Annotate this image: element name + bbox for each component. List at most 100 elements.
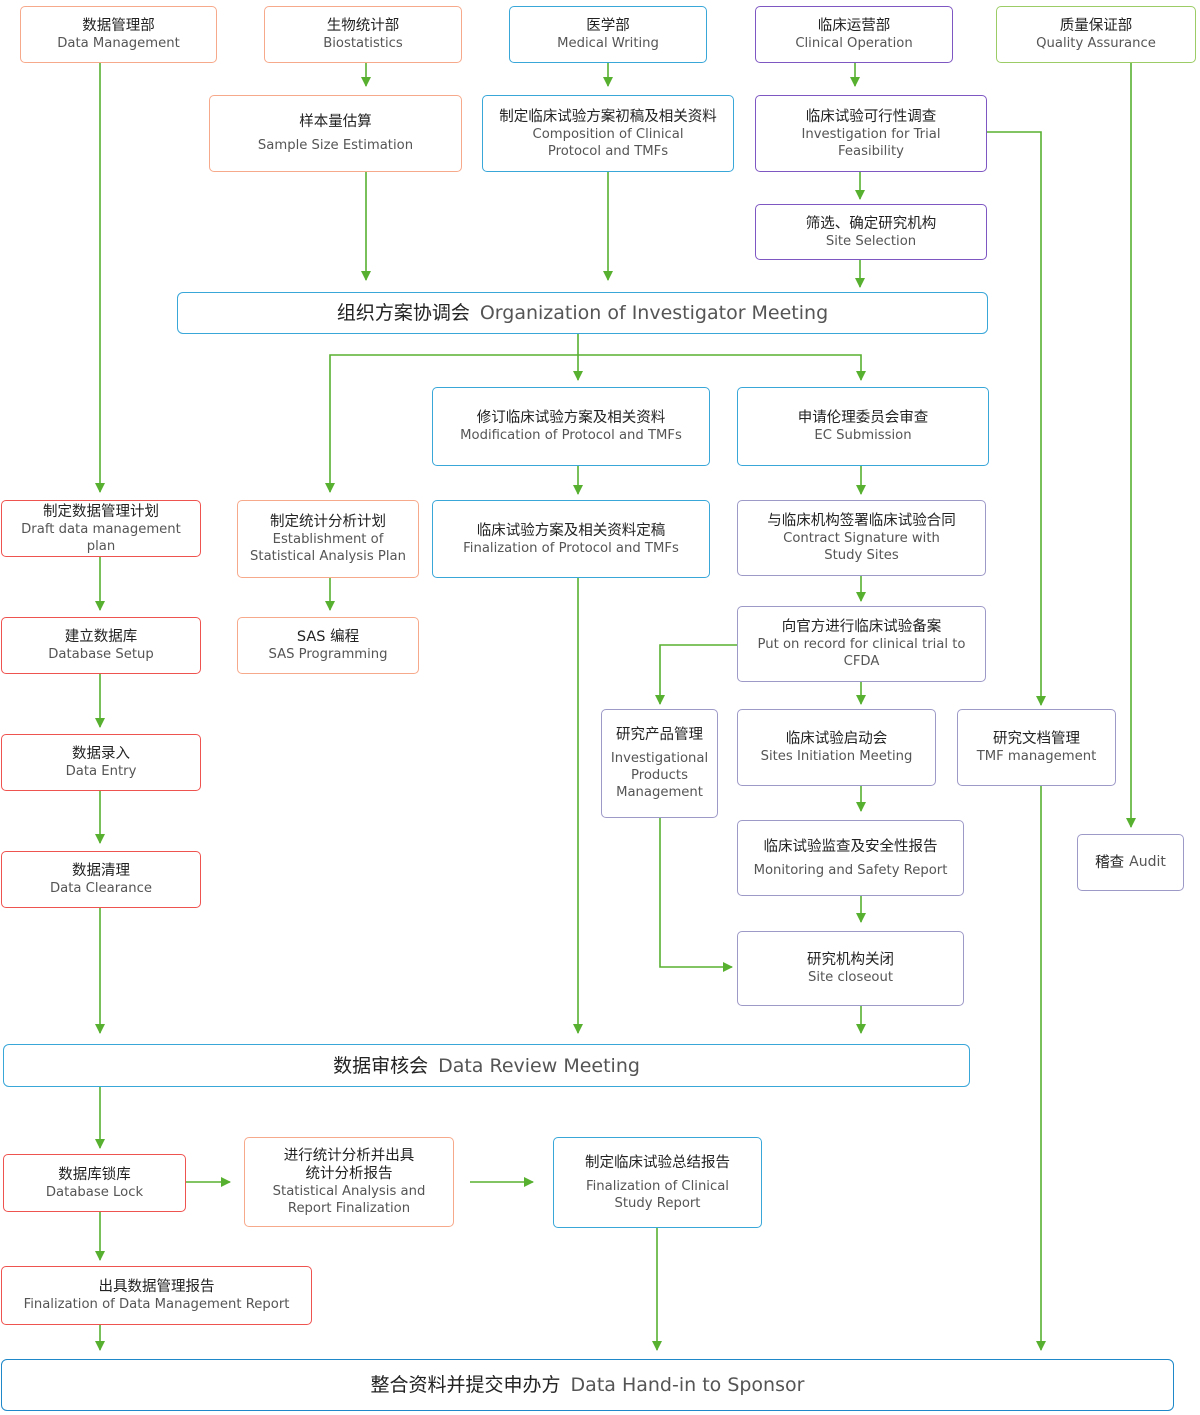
step-en-label: Audit xyxy=(1129,854,1166,870)
step-audit: 稽查 Audit xyxy=(1077,834,1184,891)
step-en-label: TMF management xyxy=(976,749,1097,764)
step-zh-label: 申请伦理委员会审查 xyxy=(797,410,929,426)
dept-en-label: Data Management xyxy=(57,36,180,51)
step-sas: SAS 编程 SAS Programming xyxy=(237,617,419,674)
step-en-label: Modification of Protocol and TMFs xyxy=(460,428,682,443)
step-handin-to-sponsor: 整合资料并提交申办方 Data Hand-in to Sponsor xyxy=(1,1359,1174,1411)
step-en-label: Monitoring and Safety Report xyxy=(753,862,948,878)
step-zh-label: 与临床机构签署临床试验合同 xyxy=(767,513,956,529)
dept-zh-label: 数据管理部 xyxy=(82,18,155,34)
step-zh-label: 进行统计分析并出具 统计分析报告 xyxy=(283,1148,415,1182)
dept-zh-label: 生物统计部 xyxy=(326,18,400,34)
step-en-label: Data Entry xyxy=(65,764,137,779)
step-protocol-modification: 修订临床试验方案及相关资料 Modification of Protocol a… xyxy=(432,387,710,466)
step-zh-label: 稽查 xyxy=(1095,854,1125,871)
step-en-label: Organization of Investigator Meeting xyxy=(479,302,829,324)
step-zh-label: 整合资料并提交申办方 xyxy=(370,1374,561,1396)
step-zh-label: 研究文档管理 xyxy=(993,731,1080,747)
step-en-label: Finalization of Clinical Study Report xyxy=(586,1178,729,1211)
arrow-cfda-to-ip xyxy=(655,644,738,705)
step-en-label: Site closeout xyxy=(807,970,894,985)
step-closeout: 研究机构关闭 Site closeout xyxy=(737,931,964,1006)
step-zh-label: 数据审核会 xyxy=(333,1054,429,1077)
step-data-clearance: 数据清理 Data Clearance xyxy=(1,851,201,908)
step-zh-label: 组织方案协调会 xyxy=(336,302,470,324)
step-contract: 与临床机构签署临床试验合同 Contract Signature with St… xyxy=(737,500,986,576)
step-zh-label: 数据清理 xyxy=(72,863,130,879)
dept-clinical-operation: 临床运营部 Clinical Operation xyxy=(755,6,953,63)
step-en-label: Finalization of Protocol and TMFs xyxy=(463,540,679,556)
step-en-label: Draft data management plan xyxy=(21,521,181,554)
step-zh-label: 数据库锁库 xyxy=(58,1166,131,1183)
step-en-label: Contract Signature with Study Sites xyxy=(783,531,940,563)
step-sap: 制定统计分析计划 Establishment of Statistical An… xyxy=(237,500,419,578)
dept-zh-label: 医学部 xyxy=(586,18,630,34)
step-zh-label: 向官方进行临床试验备案 xyxy=(781,619,942,635)
step-stat-report: 进行统计分析并出具 统计分析报告 Statistical Analysis an… xyxy=(244,1137,454,1227)
step-zh-label: 研究机构关闭 xyxy=(807,952,894,968)
step-en-label: Sites Initiation Meeting xyxy=(760,749,913,764)
step-zh-label: 出具数据管理报告 xyxy=(98,1279,215,1295)
dept-zh-label: 质量保证部 xyxy=(1059,18,1133,34)
step-sample-size: 样本量估算 Sample Size Estimation xyxy=(209,95,462,172)
step-en-label: Data Clearance xyxy=(50,881,152,896)
step-zh-label: SAS 编程 xyxy=(296,629,360,645)
step-zh-label: 临床试验启动会 xyxy=(785,731,888,747)
step-db-setup: 建立数据库 Database Setup xyxy=(1,617,201,674)
step-en-label: Data Hand-in to Sponsor xyxy=(570,1374,805,1396)
step-site-selection: 筛选、确定研究机构 Site Selection xyxy=(755,204,987,260)
step-zh-label: 制定数据管理计划 xyxy=(43,503,159,520)
dept-en-label: Biostatistics xyxy=(323,36,403,51)
step-zh-label: 数据录入 xyxy=(72,746,130,762)
step-zh-label: 临床试验监查及安全性报告 xyxy=(763,838,938,855)
step-protocol-final: 临床试验方案及相关资料定稿 Finalization of Protocol a… xyxy=(432,500,710,578)
step-tmf: 研究文档管理 TMF management xyxy=(957,709,1116,786)
step-initiation: 临床试验启动会 Sites Initiation Meeting xyxy=(737,709,936,786)
step-data-review-meeting: 数据审核会 Data Review Meeting xyxy=(3,1044,970,1087)
step-zh-label: 制定临床试验方案初稿及相关资料 xyxy=(499,108,717,125)
step-en-label: Site Selection xyxy=(825,233,917,249)
step-csr: 制定临床试验总结报告 Finalization of Clinical Stud… xyxy=(553,1137,762,1228)
arrow-meeting-to-sap xyxy=(325,354,578,493)
arrow-ip-to-closeout xyxy=(659,818,733,972)
step-zh-label: 制定统计分析计划 xyxy=(270,514,386,530)
step-protocol-draft: 制定临床试验方案初稿及相关资料 Composition of Clinical … xyxy=(482,95,734,172)
step-zh-label: 研究产品管理 xyxy=(616,727,703,743)
step-cfda: 向官方进行临床试验备案 Put on record for clinical t… xyxy=(737,606,986,682)
dept-medical-writing: 医学部 Medical Writing xyxy=(509,6,707,63)
dept-zh-label: 临床运营部 xyxy=(817,18,891,34)
dept-biostatistics: 生物统计部 Biostatistics xyxy=(264,6,462,63)
step-en-label: Finalization of Data Management Report xyxy=(23,1297,290,1312)
step-dm-plan: 制定数据管理计划 Draft data management plan xyxy=(1,500,201,557)
step-zh-label: 修订临床试验方案及相关资料 xyxy=(476,410,666,426)
step-en-label: SAS Programming xyxy=(268,647,388,662)
step-zh-label: 建立数据库 xyxy=(64,629,138,645)
step-investigator-meeting: 组织方案协调会 Organization of Investigator Mee… xyxy=(177,292,988,334)
step-data-entry: 数据录入 Data Entry xyxy=(1,734,201,791)
step-monitoring: 临床试验监查及安全性报告 Monitoring and Safety Repor… xyxy=(737,820,964,896)
dept-en-label: Quality Assurance xyxy=(1036,36,1156,51)
step-dm-report: 出具数据管理报告 Finalization of Data Management… xyxy=(1,1266,312,1325)
dept-data-management: 数据管理部 Data Management xyxy=(20,6,217,63)
step-ip-management: 研究产品管理 Investigational Products Manageme… xyxy=(601,709,718,818)
step-zh-label: 临床试验可行性调查 xyxy=(805,108,937,125)
dept-quality-assurance: 质量保证部 Quality Assurance xyxy=(996,6,1196,63)
dept-en-label: Clinical Operation xyxy=(795,36,913,51)
step-zh-label: 样本量估算 xyxy=(299,114,372,130)
step-en-label: Statistical Analysis and Report Finaliza… xyxy=(272,1184,426,1216)
dept-en-label: Medical Writing xyxy=(557,36,659,51)
step-en-label: Data Review Meeting xyxy=(438,1054,640,1077)
step-en-label: Investigation for Trial Feasibility xyxy=(801,126,941,159)
step-en-label: Establishment of Statistical Analysis Pl… xyxy=(250,532,406,564)
step-en-label: Database Setup xyxy=(48,647,154,662)
step-ec-submission: 申请伦理委员会审查 EC Submission xyxy=(737,387,989,466)
arrow-feasibility-to-tmf xyxy=(987,131,1046,706)
step-en-label: Database Lock xyxy=(45,1184,144,1200)
step-en-label: Sample Size Estimation xyxy=(257,138,414,153)
step-zh-label: 筛选、确定研究机构 xyxy=(805,215,937,232)
step-zh-label: 制定临床试验总结报告 xyxy=(585,1154,730,1171)
step-db-lock: 数据库锁库 Database Lock xyxy=(3,1154,186,1212)
step-en-label: Composition of Clinical Protocol and TMF… xyxy=(532,126,684,159)
